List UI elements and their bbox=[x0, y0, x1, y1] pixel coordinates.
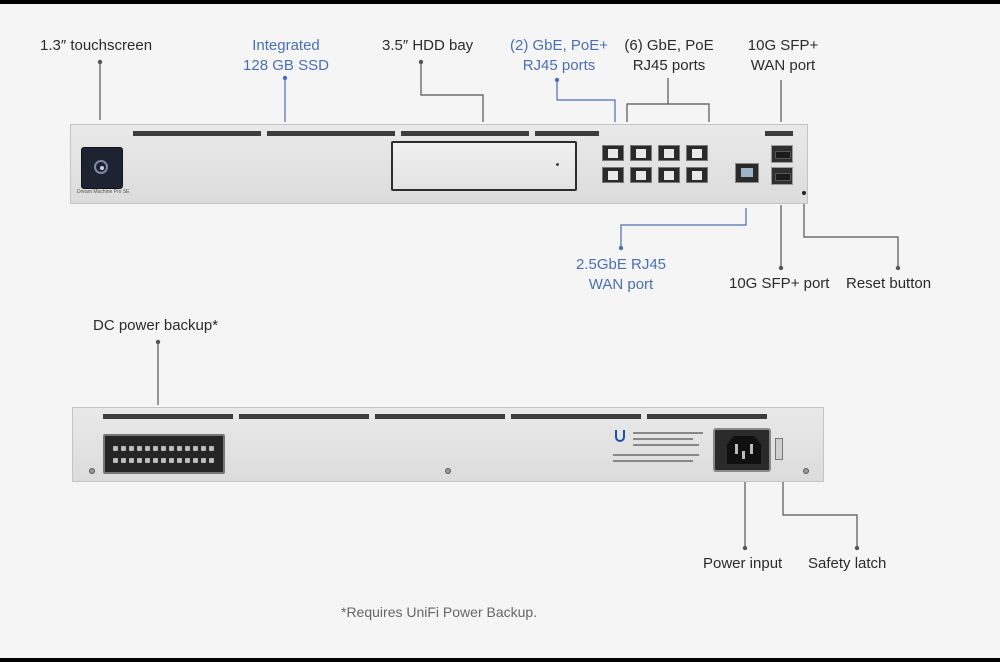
screw-icon bbox=[89, 468, 95, 474]
regulatory-text bbox=[633, 432, 703, 434]
rear-vent bbox=[647, 414, 767, 419]
label-dc-power-backup: DC power backup* bbox=[93, 317, 219, 334]
top-border bbox=[0, 0, 1000, 4]
front-vent bbox=[535, 131, 599, 136]
rj45-port-6 bbox=[658, 167, 680, 183]
dc-power-connector bbox=[103, 434, 225, 474]
sfp-wan-port bbox=[771, 145, 793, 163]
label-2-5g-wan-line1: 2.5GbE RJ45 bbox=[575, 256, 667, 273]
bottom-border bbox=[0, 658, 1000, 662]
hdd-bay-door[interactable] bbox=[391, 141, 577, 191]
touchscreen-display bbox=[81, 147, 123, 189]
sfp-port bbox=[771, 167, 793, 185]
front-vent bbox=[401, 131, 529, 136]
power-input-socket bbox=[713, 428, 771, 472]
rear-vent bbox=[375, 414, 505, 419]
ring-icon bbox=[94, 160, 108, 174]
rear-vent bbox=[239, 414, 369, 419]
label-sfp-port: 10G SFP+ port bbox=[729, 275, 830, 292]
regulatory-text bbox=[633, 444, 699, 446]
front-vent bbox=[765, 131, 793, 136]
rj45-port-3 bbox=[630, 145, 652, 161]
rj45-port-5 bbox=[658, 145, 680, 161]
screw-icon bbox=[803, 468, 809, 474]
footnote: *Requires UniFi Power Backup. bbox=[341, 604, 538, 620]
regulatory-text bbox=[613, 460, 693, 462]
front-vent bbox=[133, 131, 261, 136]
label-reset-button: Reset button bbox=[846, 275, 932, 292]
label-ssd-line2: 128 GB SSD bbox=[243, 57, 329, 74]
label-hdd-bay: 3.5″ HDD bay bbox=[382, 37, 474, 54]
front-vent bbox=[267, 131, 395, 136]
rj45-port-7 bbox=[686, 145, 708, 161]
label-touchscreen: 1.3″ touchscreen bbox=[40, 37, 153, 54]
label-poe-line1: (6) GbE, PoE bbox=[624, 37, 714, 54]
label-power-input: Power input bbox=[703, 555, 783, 572]
rj45-port-4 bbox=[630, 167, 652, 183]
rear-panel bbox=[72, 407, 824, 482]
label-ssd: Integrated 128 GB SSD bbox=[230, 36, 342, 76]
label-sfp-wan: 10G SFP+ WAN port bbox=[738, 36, 828, 76]
label-safety-latch: Safety latch bbox=[808, 555, 887, 572]
label-poe-ports: (6) GbE, PoE RJ45 ports bbox=[614, 36, 724, 76]
label-2-5g-wan-line2: WAN port bbox=[588, 276, 654, 293]
label-sfp-wan-line1: 10G SFP+ bbox=[747, 37, 819, 54]
label-poe-plus-line1: (2) GbE, PoE+ bbox=[510, 37, 608, 54]
reset-button[interactable] bbox=[802, 191, 806, 195]
ubiquiti-logo-icon bbox=[615, 430, 625, 442]
rj45-port-8 bbox=[686, 167, 708, 183]
rj45-port-1 bbox=[602, 145, 624, 161]
model-label: Dream Machine Pro SE bbox=[77, 189, 130, 195]
regulatory-text bbox=[633, 438, 693, 440]
rj45-port-2 bbox=[602, 167, 624, 183]
label-poe-plus-line2: RJ45 ports bbox=[522, 57, 596, 74]
regulatory-text bbox=[613, 454, 699, 456]
screw-icon bbox=[445, 468, 451, 474]
label-ssd-line1: Integrated bbox=[252, 37, 320, 54]
hdd-bay-latch-dot bbox=[556, 163, 559, 166]
label-poe-plus-ports: (2) GbE, PoE+ RJ45 ports bbox=[500, 36, 618, 76]
safety-latch[interactable] bbox=[775, 438, 783, 460]
wan-2-5g-port bbox=[735, 163, 759, 183]
rear-vent bbox=[511, 414, 641, 419]
rear-vent bbox=[103, 414, 233, 419]
front-panel: Dream Machine Pro SE bbox=[70, 124, 808, 204]
dot-icon bbox=[100, 166, 104, 170]
label-2-5g-wan: 2.5GbE RJ45 WAN port bbox=[565, 255, 677, 295]
label-sfp-wan-line2: WAN port bbox=[750, 57, 816, 74]
label-poe-line2: RJ45 ports bbox=[632, 57, 706, 74]
